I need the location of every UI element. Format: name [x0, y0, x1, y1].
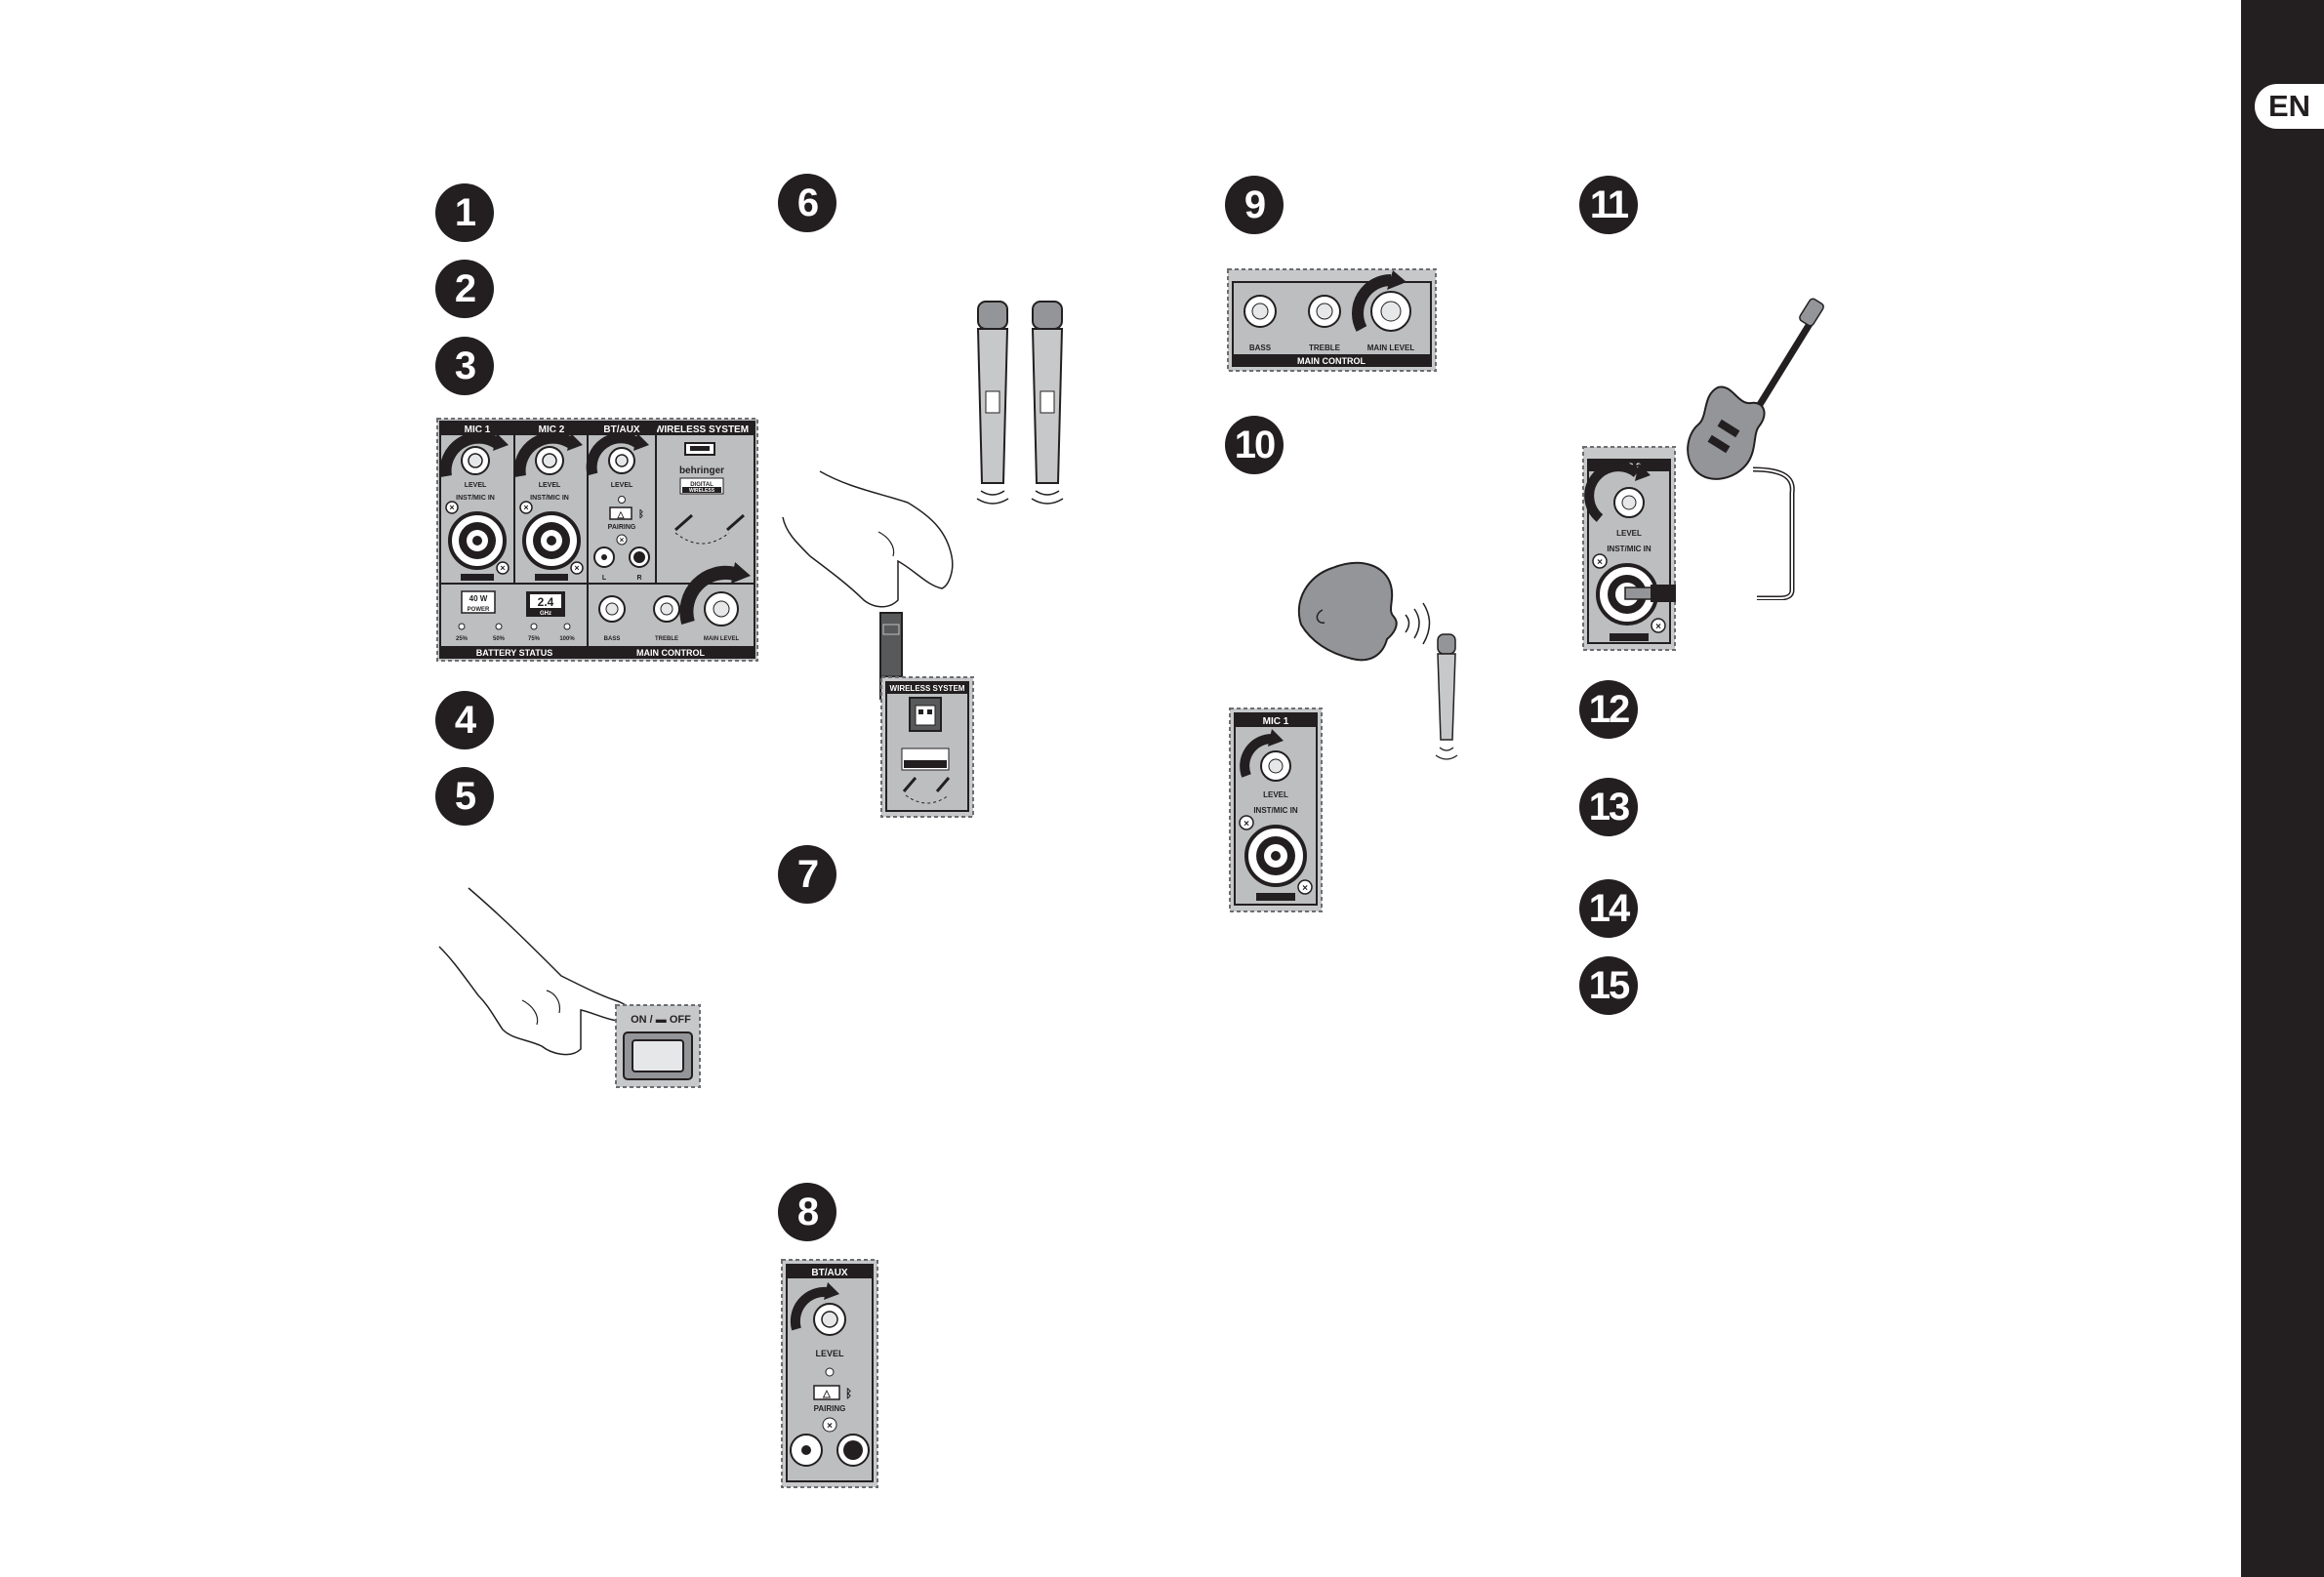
step-9: 9: [1225, 176, 1284, 234]
main-control-label: MAIN CONTROL: [636, 648, 705, 658]
guitar-illustration: [1687, 298, 1824, 600]
svg-text:×: ×: [1244, 819, 1249, 829]
btaux-pairing-label: PAIRING: [608, 524, 636, 531]
strip-treble-label: TREBLE: [1309, 344, 1341, 352]
treble-label: TREBLE: [655, 636, 678, 642]
mic2-input-label: INST/MIC IN: [530, 495, 569, 502]
step-2: 2: [435, 260, 494, 318]
battery-75: 75%: [528, 636, 541, 642]
btaux-panel-title: BT/AUX: [811, 1268, 848, 1278]
left-channel-label: L: [602, 575, 607, 582]
step-1: 1: [435, 183, 494, 242]
wireless-badge: WIRELESS: [689, 488, 715, 494]
btaux-header: BT/AUX: [603, 425, 640, 435]
btaux-panel: BT/AUX LEVEL △ ᛒ PAIRING ×: [781, 1259, 878, 1488]
switch-label: ON / ▬ OFF: [631, 1014, 691, 1026]
main-control-panel: MIC 1 MIC 2 BT/AUX WIRELESS SYSTEM LEVEL…: [436, 418, 758, 662]
strip-main-level-label: MAIN LEVEL: [1367, 344, 1415, 352]
power-switch-illustration: ON / ▬ OFF: [438, 887, 701, 1088]
svg-text:×: ×: [449, 503, 454, 512]
step-3: 3: [435, 337, 494, 395]
brand-logo: behringer: [679, 465, 724, 476]
frequency-label: 2.4: [538, 595, 554, 609]
svg-text:×: ×: [523, 503, 528, 512]
mic1-panel-level: LEVEL: [1263, 790, 1288, 799]
bass-label: BASS: [604, 636, 621, 642]
mic1-panel-title: MIC 1: [1263, 716, 1289, 727]
wireless-microphones: [976, 301, 1064, 505]
svg-text:×: ×: [500, 563, 505, 573]
battery-status-label: BATTERY STATUS: [476, 648, 553, 658]
strip-title: MAIN CONTROL: [1297, 356, 1366, 366]
step-15: 15: [1579, 956, 1638, 1015]
svg-text:△: △: [822, 1389, 831, 1399]
frequency-unit: GHz: [540, 611, 551, 617]
mic1-panel: MIC 1 LEVEL INST/MIC IN × ×: [1229, 708, 1323, 912]
singer-illustration: [1297, 561, 1458, 760]
microphone-2: [1031, 301, 1064, 505]
mic2-panel-level: LEVEL: [1616, 529, 1642, 538]
main-level-label: MAIN LEVEL: [704, 636, 740, 642]
digital-badge: DIGITAL: [690, 482, 714, 488]
handheld-microphone: [1435, 633, 1458, 760]
svg-text:×: ×: [827, 1421, 833, 1432]
btaux-level-text: LEVEL: [815, 1349, 844, 1358]
step-13: 13: [1579, 778, 1638, 836]
svg-text:×: ×: [1597, 557, 1603, 568]
svg-text:×: ×: [574, 563, 579, 573]
svg-text:△: △: [617, 509, 626, 519]
battery-100: 100%: [559, 636, 575, 642]
power-label: POWER: [468, 607, 490, 613]
mic1-header: MIC 1: [465, 425, 491, 435]
wireless-panel-title: WIRELESS SYSTEM: [890, 684, 965, 693]
step-4: 4: [435, 691, 494, 749]
mic2-header: MIC 2: [539, 425, 565, 435]
strip-bass-label: BASS: [1249, 344, 1272, 352]
step-10: 10: [1225, 416, 1284, 474]
right-channel-label: R: [636, 575, 641, 582]
language-sidebar: [2241, 0, 2324, 1577]
watt-label: 40 W: [469, 594, 488, 603]
mic1-panel-input: INST/MIC IN: [1253, 806, 1298, 815]
step-6: 6: [778, 174, 836, 232]
language-tab[interactable]: EN: [2255, 84, 2324, 129]
btaux-pairing-text: PAIRING: [814, 1404, 846, 1413]
btaux-level-label: LEVEL: [611, 482, 633, 489]
step-12: 12: [1579, 680, 1638, 739]
mic2-level-label: LEVEL: [539, 482, 561, 489]
svg-text:×: ×: [1655, 622, 1661, 632]
main-control-strip: BASS TREBLE MAIN LEVEL MAIN CONTROL: [1227, 268, 1437, 372]
step-8: 8: [778, 1183, 836, 1241]
mic2-panel: MIC 2 LEVEL INST/MIC IN × ×: [1582, 446, 1676, 651]
wireless-system-panel: WIRELESS SYSTEM: [880, 676, 974, 818]
battery-50: 50%: [493, 636, 506, 642]
step-5: 5: [435, 767, 494, 826]
step-14: 14: [1579, 879, 1638, 938]
svg-text:×: ×: [620, 536, 625, 545]
step-11: 11: [1579, 176, 1638, 234]
step-7: 7: [778, 845, 836, 904]
mic1-level-label: LEVEL: [465, 482, 487, 489]
svg-text:ᛒ: ᛒ: [845, 1387, 852, 1400]
svg-text:ᛒ: ᛒ: [638, 508, 644, 520]
wireless-header: WIRELESS SYSTEM: [655, 425, 749, 435]
mic1-input-label: INST/MIC IN: [456, 495, 495, 502]
svg-text:×: ×: [1302, 883, 1308, 894]
battery-25: 25%: [456, 636, 469, 642]
microphone-1: [976, 301, 1009, 505]
mic2-panel-input: INST/MIC IN: [1607, 545, 1651, 553]
